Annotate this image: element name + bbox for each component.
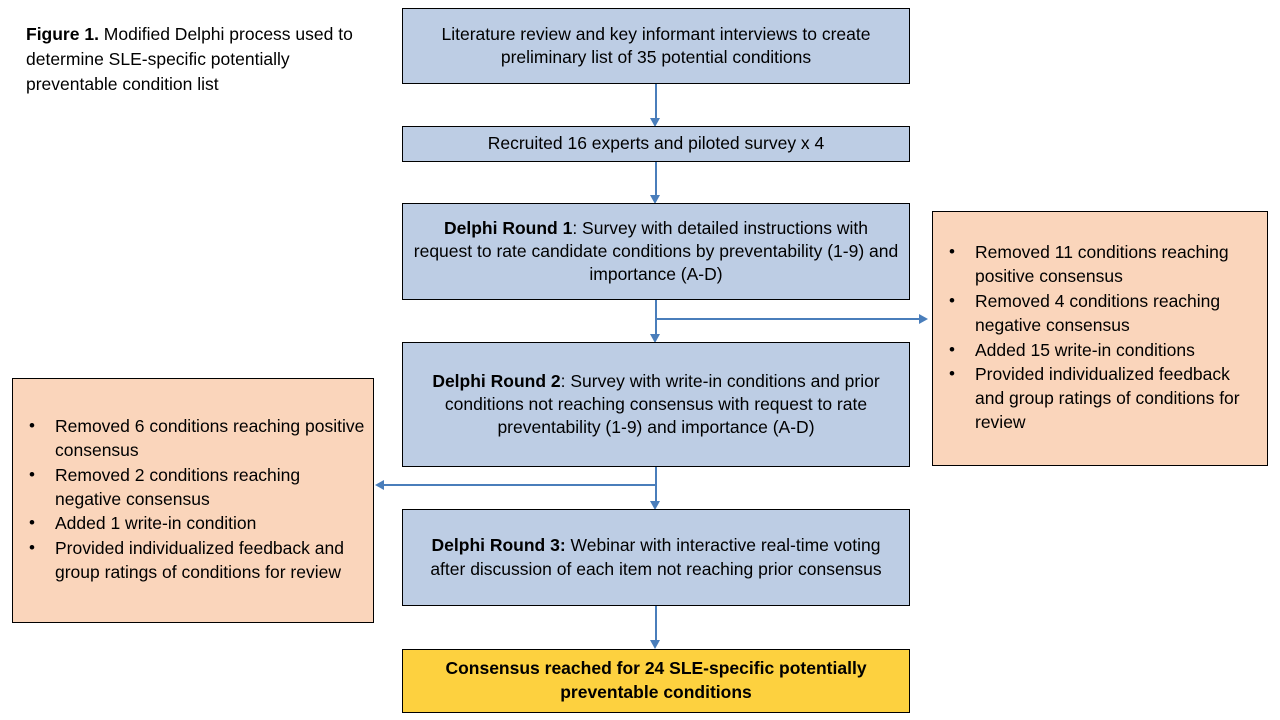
connector-round2-outcomes-line [384,484,656,486]
connector-step1-step2-line [655,84,657,120]
outcomes-box-round-2-list: Removed 6 conditions reaching positive c… [13,414,373,586]
delphi-round-2-body: : Survey with write-in conditions and pr… [444,370,880,438]
list-item: Provided individualized feedback and gro… [27,536,365,585]
list-item: Provided individualized feedback and gro… [947,362,1259,434]
connector-round1-outcomes-line [655,318,921,320]
connector-round3-final-line [655,606,657,643]
outcomes-box-round-2: Removed 6 conditions reaching positive c… [12,378,374,623]
process-box-literature-review-text: Literature review and key informant inte… [441,23,871,67]
figure-caption: Figure 1. Modified Delphi process used t… [26,22,366,97]
outcomes-box-round-1-list: Removed 11 conditions reaching positive … [933,240,1267,435]
delphi-round-2-label: Delphi Round 2 [432,370,561,391]
process-box-recruited-experts: Recruited 16 experts and piloted survey … [402,126,910,162]
connector-step2-round1-arrowhead [650,195,660,204]
outcomes-box-round-1: Removed 11 conditions reaching positive … [932,211,1268,466]
connector-round2-round3-arrowhead [650,501,660,510]
process-box-delphi-round-3: Delphi Round 3: Webinar with interactive… [402,509,910,606]
delphi-round-3-body: Webinar with interactive real-time votin… [430,535,882,579]
final-box-consensus-text: Consensus reached for 24 SLE-specific po… [445,658,867,702]
figure-caption-text: Modified Delphi process used to determin… [26,24,353,94]
connector-step1-step2-arrowhead [650,118,660,127]
final-box-consensus: Consensus reached for 24 SLE-specific po… [402,649,910,713]
delphi-round-3-label: Delphi Round 3: [431,535,566,556]
connector-round1-outcomes-arrowhead [919,314,928,324]
list-item: Removed 11 conditions reaching positive … [947,240,1259,289]
delphi-round-1-body: : Survey with detailed instructions with… [413,217,899,285]
process-box-literature-review: Literature review and key informant inte… [402,8,910,84]
list-item: Added 15 write-in conditions [947,338,1259,363]
connector-round1-round2-arrowhead [650,334,660,343]
list-item: Removed 4 conditions reaching negative c… [947,289,1259,338]
process-box-recruited-experts-text: Recruited 16 experts and piloted survey … [487,133,825,154]
connector-step2-round1-line [655,162,657,198]
process-box-delphi-round-1-text: Delphi Round 1: Survey with detailed ins… [403,217,909,287]
process-box-delphi-round-1: Delphi Round 1: Survey with detailed ins… [402,203,910,300]
process-box-delphi-round-2: Delphi Round 2: Survey with write-in con… [402,342,910,467]
connector-round3-final-arrowhead [650,640,660,649]
delphi-round-1-label: Delphi Round 1 [443,217,573,238]
list-item: Removed 6 conditions reaching positive c… [27,414,365,463]
process-box-delphi-round-2-text: Delphi Round 2: Survey with write-in con… [403,370,909,440]
process-box-delphi-round-3-text: Delphi Round 3: Webinar with interactive… [403,534,909,581]
list-item: Removed 2 conditions reaching negative c… [27,463,365,512]
figure-caption-label: Figure 1. [26,24,99,44]
connector-round2-outcomes-arrowhead [375,480,384,490]
list-item: Added 1 write-in condition [27,511,365,536]
